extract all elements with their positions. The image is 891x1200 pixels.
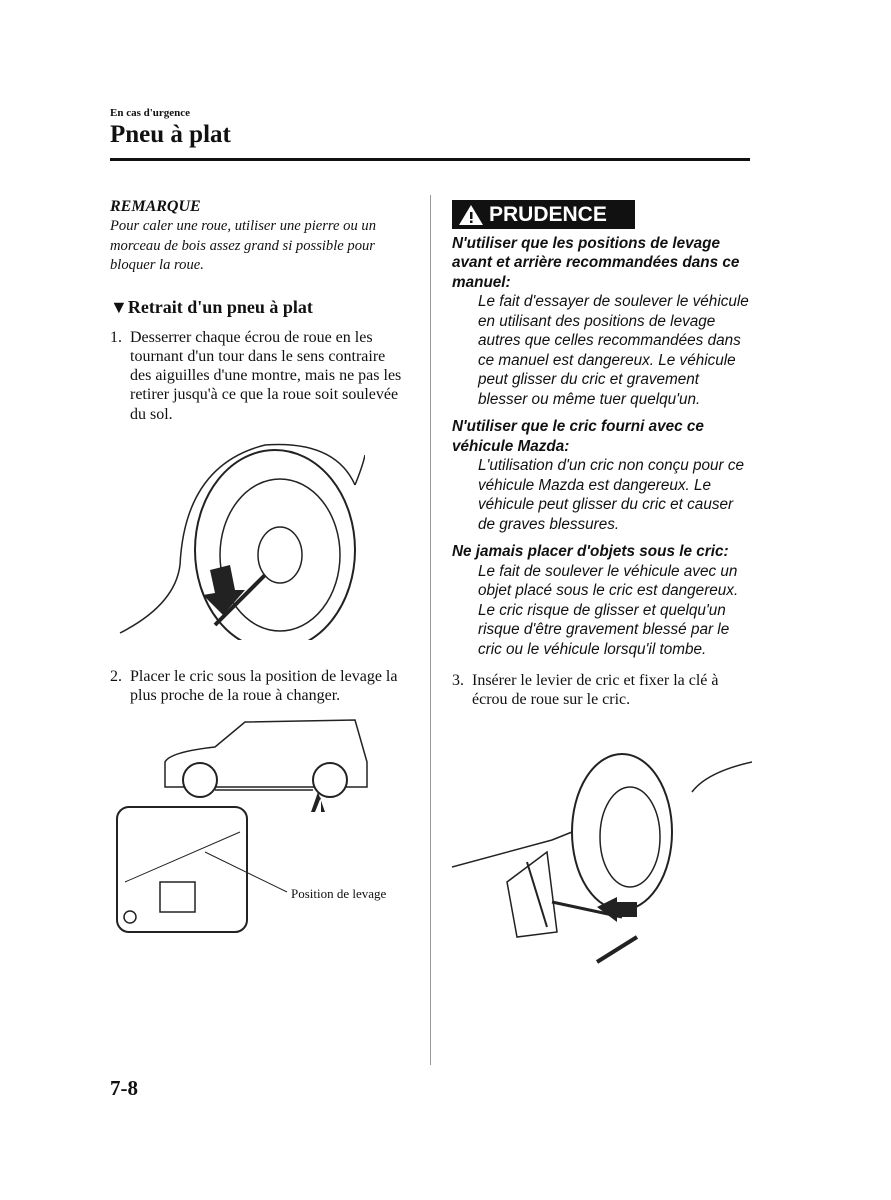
triangle-marker-icon: ▼: [110, 296, 128, 317]
left-column: REMARQUE Pour caler une roue, utiliser u…: [110, 197, 410, 424]
step-3: 3. Insérer le levier de cric et fixer la…: [452, 671, 752, 710]
step-2: 2. Placer le cric sous la position de le…: [110, 667, 410, 706]
caution-heading: N'utiliser que le cric fourni avec ce vé…: [452, 418, 704, 455]
step-text: Desserrer chaque écrou de roue en les to…: [130, 328, 402, 423]
column-divider: [430, 195, 431, 1065]
page-number: 7-8: [110, 1076, 138, 1100]
note-text: Pour caler une roue, utiliser une pierre…: [110, 218, 377, 273]
section-label: En cas d'urgence: [110, 107, 191, 119]
caution-text: L'utilisation d'un cric non conçu pour c…: [478, 457, 745, 533]
jack-lever-illustration: [452, 753, 752, 964]
note-heading: REMARQUE: [110, 198, 201, 215]
jack-position-illustration: [116, 719, 368, 933]
subsection-title: Retrait d'un pneu à plat: [127, 296, 313, 317]
step-number: 1.: [110, 328, 122, 346]
step-1: 1. Desserrer chaque écrou de roue en les…: [110, 328, 410, 424]
step-number: 2.: [110, 668, 122, 685]
caution-badge: PRUDENCE: [452, 200, 635, 229]
step-number: 3.: [452, 672, 464, 689]
warning-triangle-icon: [459, 204, 483, 225]
caution-heading: Ne jamais placer d'objets sous le cric:: [452, 543, 729, 560]
page-title: Pneu à plat: [110, 121, 231, 148]
caution-box: PRUDENCE N'utiliser que les positions de…: [452, 200, 752, 710]
subsection-heading: ▼Retrait d'un pneu à plat: [110, 296, 410, 318]
step-text: Placer le cric sous la position de levag…: [130, 668, 398, 705]
caution-text: Le fait d'essayer de soulever le véhicul…: [478, 293, 749, 408]
wheel-nut-illustration: [119, 443, 365, 640]
caution-heading: N'utiliser que les positions de levage a…: [452, 234, 740, 291]
figure-label: Position de levage: [291, 886, 387, 901]
caution-text: Le fait de soulever le véhicule avec un …: [478, 562, 739, 658]
step-text: Insérer le levier de cric et fixer la cl…: [472, 672, 719, 709]
title-rule: [110, 158, 750, 161]
caution-label: PRUDENCE: [489, 202, 607, 226]
